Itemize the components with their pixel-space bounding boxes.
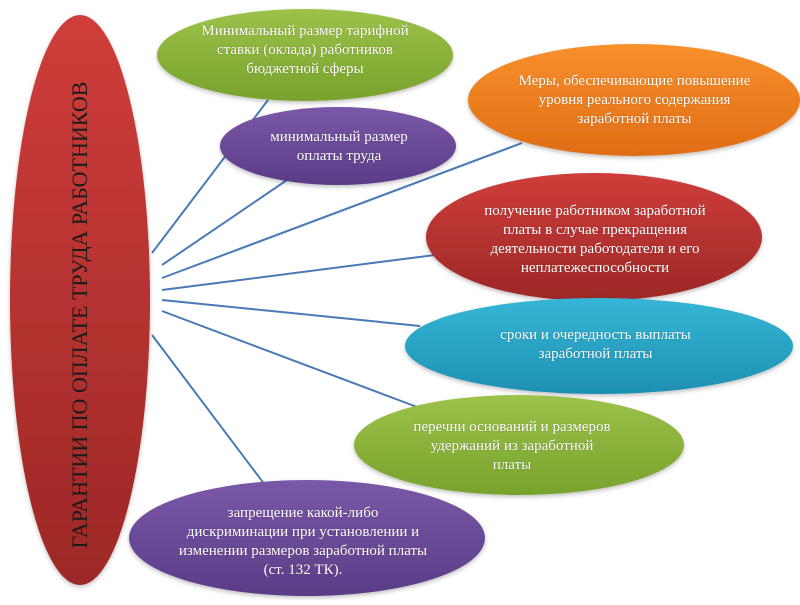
connector-real-wage-measures — [161, 142, 523, 279]
node-min-wage: минимальный размер оплаты труда — [270, 129, 408, 164]
node-ellipse-deductions — [354, 395, 684, 495]
node-employer-insolvency: получение работником заработной платы в … — [484, 203, 706, 276]
node-real-wage-measures: Меры, обеспечивающие повышение уровня ре… — [518, 72, 751, 127]
node-ellipse-real-wage-measures — [468, 44, 800, 156]
node-ellipse-min-tariff — [157, 9, 453, 101]
center-ellipse — [10, 15, 150, 585]
connector-employer-insolvency — [161, 254, 436, 291]
center-title: ГАРАНТИИ ПО ОПЛАТЕ ТРУДА РАБОТНИКОВ — [67, 81, 92, 549]
connector-non-discrimination — [151, 334, 266, 486]
node-payment-terms: сроки и очередность выплаты заработной п… — [500, 327, 691, 362]
node-min-tariff: Минимальный размер тарифной ставки (окла… — [201, 22, 409, 77]
connector-payment-terms — [161, 299, 421, 327]
node-ellipse-payment-terms — [405, 298, 793, 394]
node-non-discrimination: запрещение какой-либо дискриминации при … — [178, 505, 428, 578]
connector-min-wage — [161, 177, 291, 266]
node-ellipse-employer-insolvency — [426, 173, 762, 301]
node-ellipse-non-discrimination — [129, 480, 485, 596]
connector-deductions — [161, 310, 426, 411]
node-ellipse-min-wage — [220, 107, 456, 185]
node-deductions: перечни оснований и размеров удержаний и… — [413, 418, 611, 473]
